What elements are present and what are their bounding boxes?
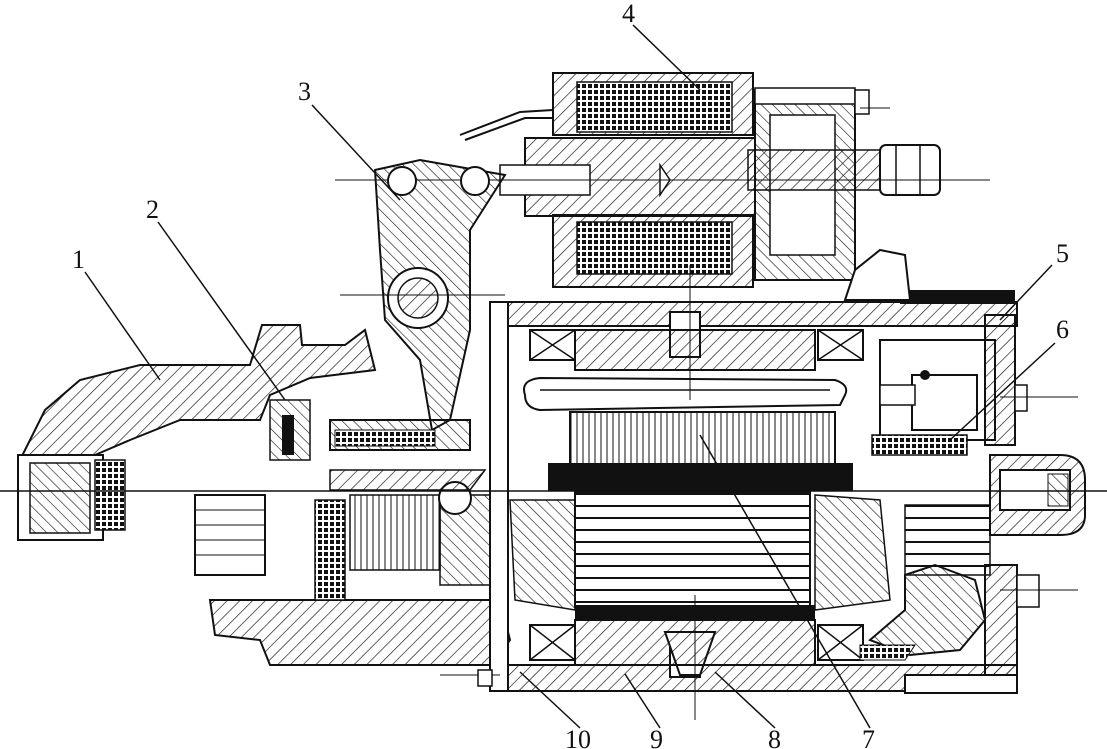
label-2: 2 [146, 195, 159, 224]
label-5: 5 [1056, 239, 1069, 268]
solenoid-switch [335, 72, 990, 288]
leader-1 [84, 271, 161, 381]
field-winding [523, 376, 848, 412]
label-8: 8 [768, 725, 781, 749]
label-10: 10 [565, 725, 591, 749]
leader-2 [157, 221, 286, 401]
label-3: 3 [298, 77, 311, 106]
leader-8 [714, 671, 776, 729]
leader-6 [949, 342, 1056, 441]
label-4: 4 [622, 0, 635, 28]
armature [509, 411, 891, 620]
label-7: 7 [862, 725, 875, 749]
leader-4 [632, 24, 701, 91]
pinion-clutch-assembly [314, 419, 496, 601]
label-6: 6 [1056, 315, 1069, 344]
leader-3 [311, 104, 401, 201]
callout-labels: 1 2 3 4 5 6 7 8 9 10 [72, 0, 1069, 749]
leader-7 [699, 434, 871, 729]
leader-5 [999, 264, 1053, 321]
shift-lever [340, 158, 507, 432]
commutator-end-frame [859, 314, 1086, 694]
lower-screw [477, 669, 493, 687]
leader-10 [519, 671, 581, 729]
drive-end-housing [17, 324, 512, 666]
leader-lines [84, 24, 1056, 729]
label-9: 9 [650, 725, 663, 749]
label-1: 1 [72, 245, 85, 274]
leader-9 [624, 673, 661, 729]
